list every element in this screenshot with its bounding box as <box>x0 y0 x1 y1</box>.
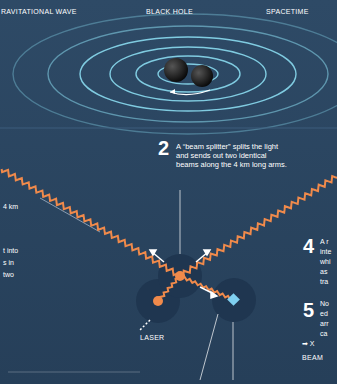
orbit-arrowhead <box>170 89 175 94</box>
leader-line <box>180 190 181 254</box>
label: tra <box>320 278 328 286</box>
photodetector <box>227 293 240 306</box>
label: ed <box>320 310 328 318</box>
callout-number: 5 <box>303 300 314 320</box>
label: as <box>320 268 327 276</box>
laser-beam <box>180 276 234 300</box>
dimension-line <box>40 198 100 232</box>
faint-text-line <box>8 372 140 373</box>
spacetime-rings <box>13 14 337 134</box>
orbit-arrow <box>170 90 210 95</box>
label: No <box>320 300 329 308</box>
divider <box>0 128 337 129</box>
laser-beams <box>2 169 337 301</box>
label: BEAM <box>302 354 323 362</box>
black-hole <box>164 58 188 82</box>
label: LASER <box>140 334 164 342</box>
label: A r <box>320 238 329 246</box>
leader-line <box>200 314 218 380</box>
callout-number: 2 <box>158 138 169 158</box>
label: ca <box>320 330 327 338</box>
label: SPACETIME <box>266 8 309 16</box>
callout-text: A “beam splitter” splits the light and s… <box>176 142 288 169</box>
light-arrows <box>140 250 217 330</box>
label: RAVITATIONAL WAVE <box>1 8 77 16</box>
callout-number: 4 <box>303 236 314 256</box>
label: s in <box>3 259 14 267</box>
label: t into <box>3 247 18 255</box>
beam-splitter <box>175 271 185 281</box>
label: arr <box>320 320 329 328</box>
black-hole <box>191 65 213 87</box>
label: whi <box>320 258 331 266</box>
laser-source <box>153 296 163 306</box>
label: two <box>3 271 14 279</box>
laser-beam <box>2 169 180 276</box>
laser-beam <box>180 176 337 277</box>
label: BLACK HOLE <box>146 8 193 16</box>
label: 4 km <box>3 203 18 211</box>
detector-housing <box>212 278 256 322</box>
label: inte <box>320 248 331 256</box>
leader-line <box>233 322 234 380</box>
label: ➡ X <box>302 340 314 348</box>
